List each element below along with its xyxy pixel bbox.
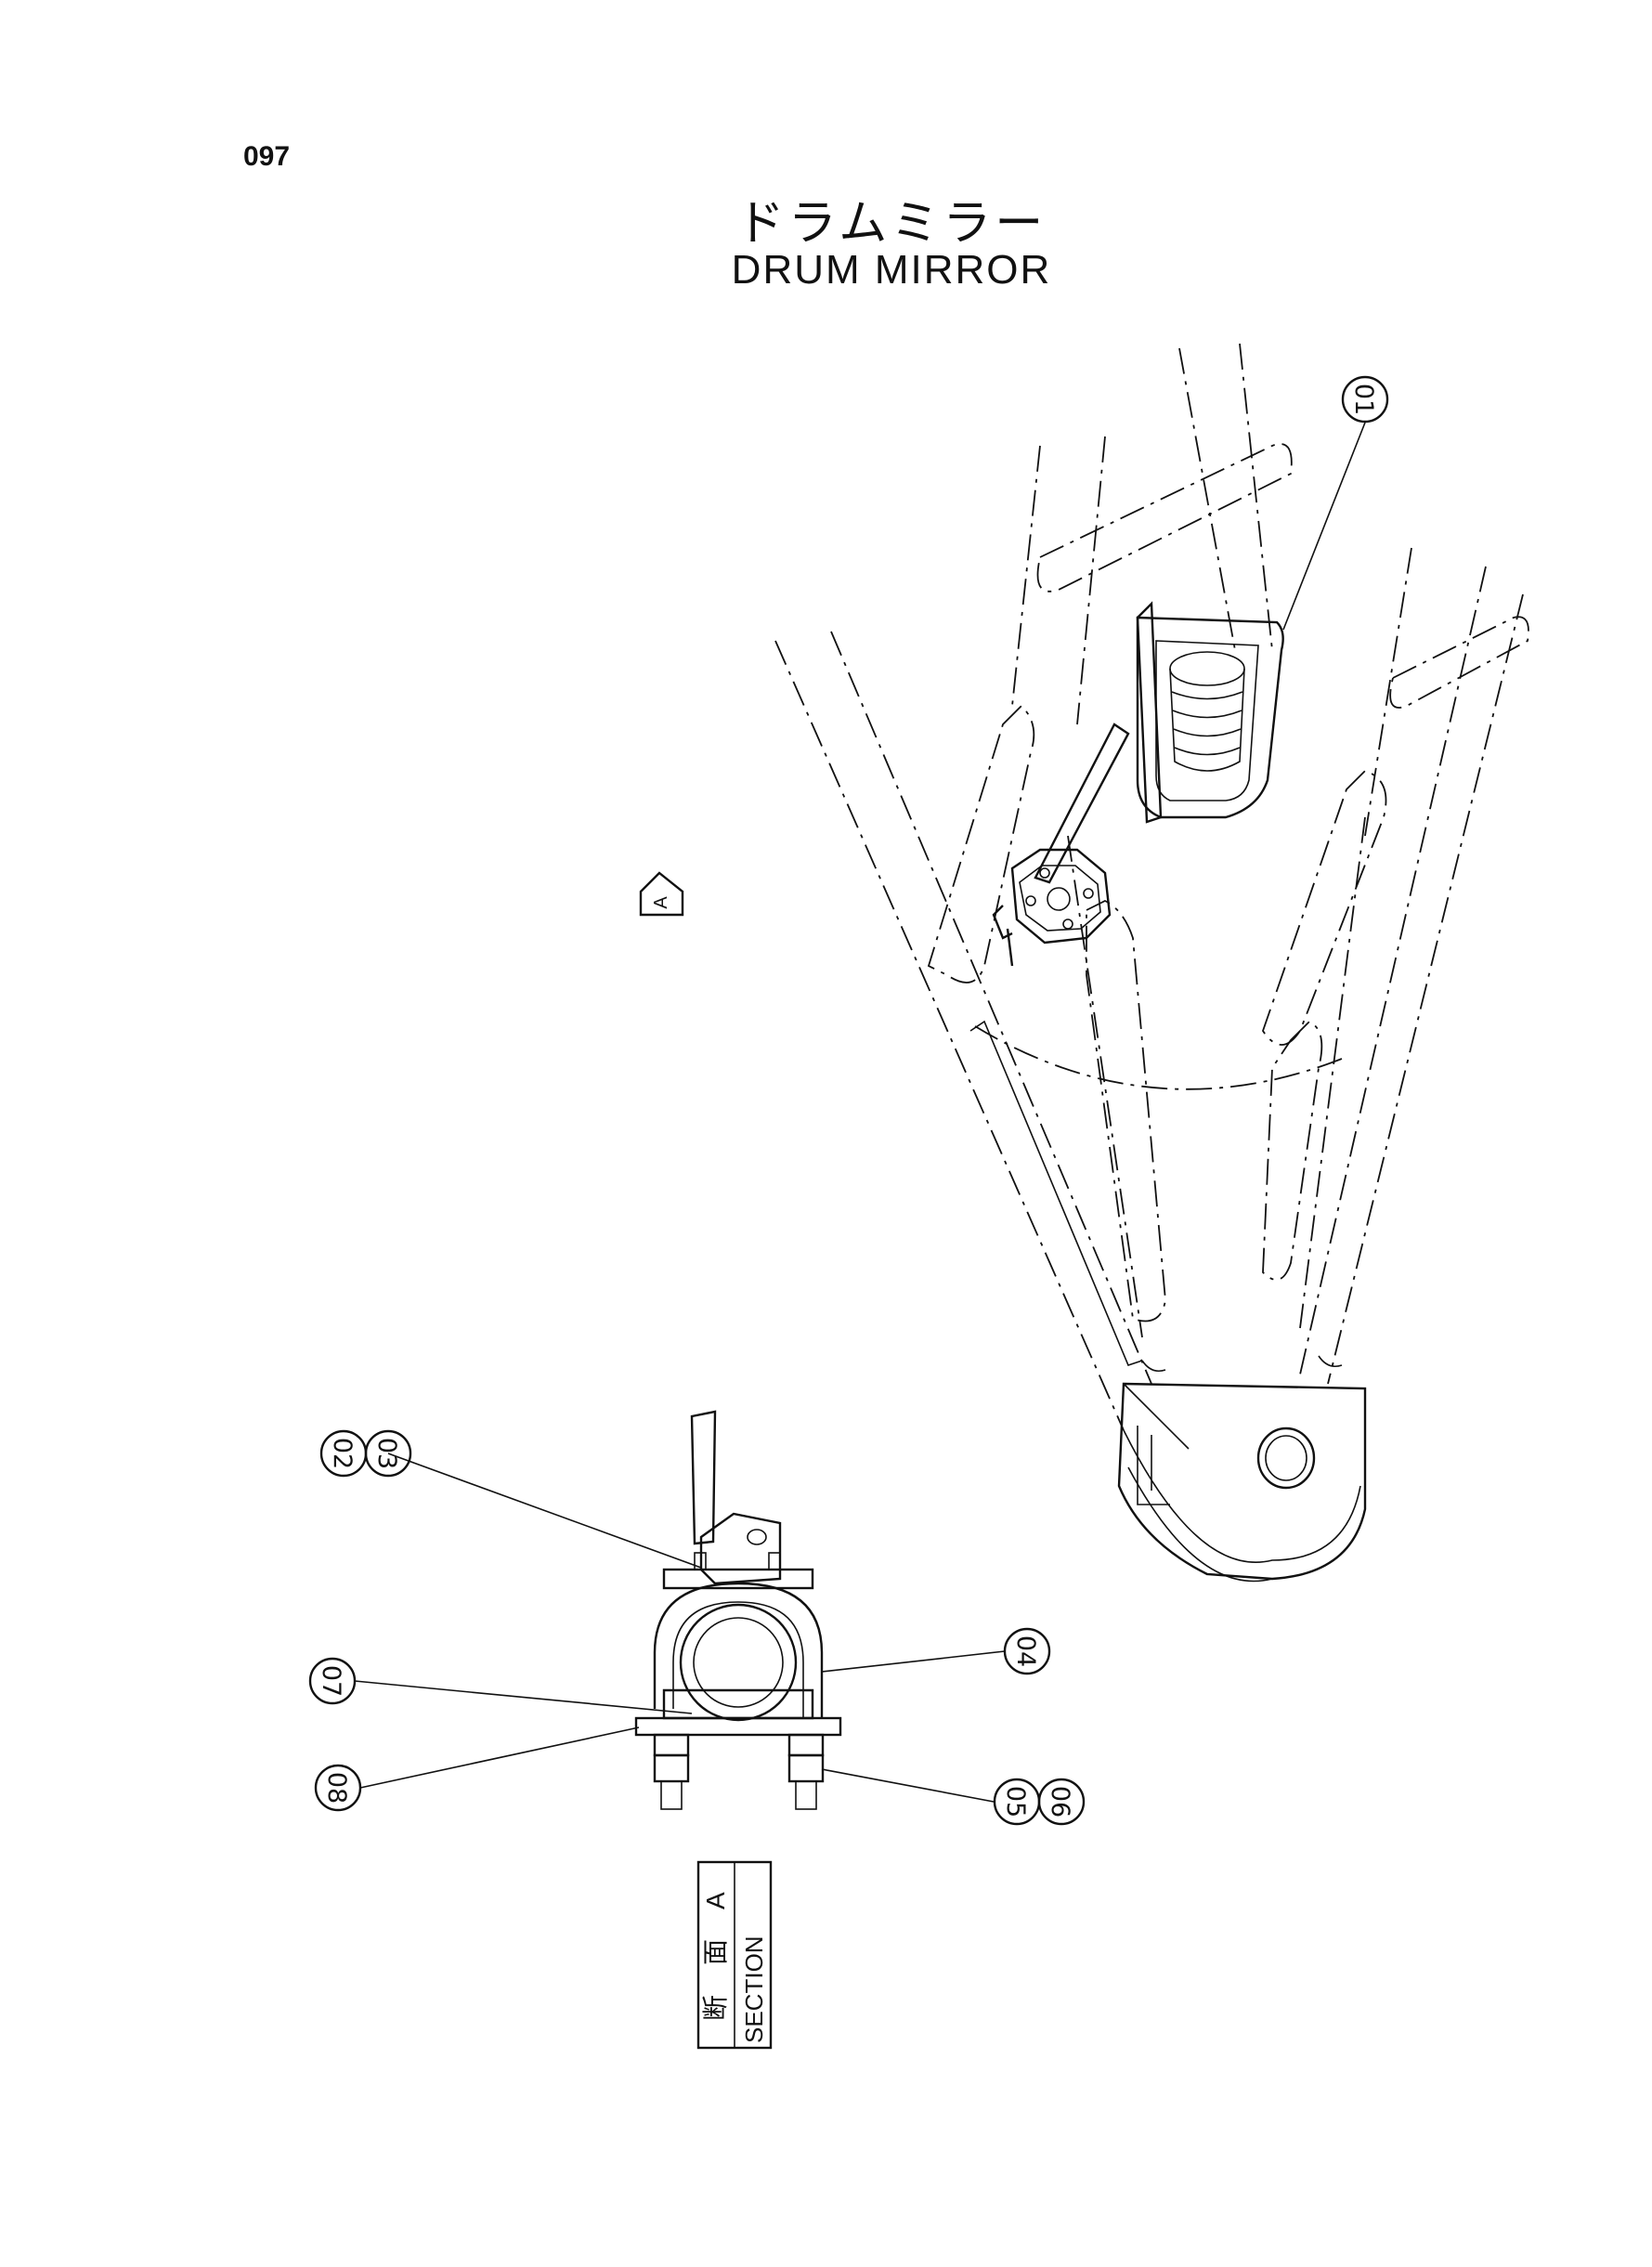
svg-text:07: 07 xyxy=(317,1665,345,1697)
title-english: DRUM MIRROR xyxy=(731,247,1052,293)
section-a-detail xyxy=(634,1410,842,1810)
callout-05: 05 xyxy=(993,1778,1041,1826)
view-marker-a: A xyxy=(639,871,684,917)
svg-text:04: 04 xyxy=(1011,1635,1040,1667)
svg-text:03: 03 xyxy=(372,1438,401,1469)
view-marker-letter: A xyxy=(651,896,671,909)
svg-text:01: 01 xyxy=(1349,384,1378,415)
svg-text:08: 08 xyxy=(322,1772,351,1804)
drum-mirror-assembly xyxy=(992,601,1284,967)
callout-01: 01 xyxy=(1341,375,1389,423)
svg-text:05: 05 xyxy=(1001,1786,1030,1818)
title-japanese: ドラムミラー xyxy=(735,196,1047,252)
section-jp-2: 面 xyxy=(701,1939,730,1965)
section-label-box: 断 面 A SECTION xyxy=(696,1860,773,2050)
section-jp-1: 断 xyxy=(701,1995,730,2021)
leader-01 xyxy=(1282,422,1366,631)
section-letter: A xyxy=(701,1892,730,1909)
boom-outline xyxy=(774,343,1529,1583)
page-number: 097 xyxy=(243,141,291,172)
callout-07: 07 xyxy=(308,1657,357,1705)
svg-text:02: 02 xyxy=(328,1438,357,1469)
section-leaders xyxy=(354,1453,1006,1803)
callout-04: 04 xyxy=(1003,1627,1051,1675)
callout-02: 02 xyxy=(319,1429,368,1478)
section-en: SECTION xyxy=(740,1935,768,2043)
callout-06: 06 xyxy=(1037,1778,1086,1826)
callout-08: 08 xyxy=(314,1764,362,1812)
svg-text:06: 06 xyxy=(1046,1786,1074,1818)
callout-03: 03 xyxy=(364,1429,412,1478)
